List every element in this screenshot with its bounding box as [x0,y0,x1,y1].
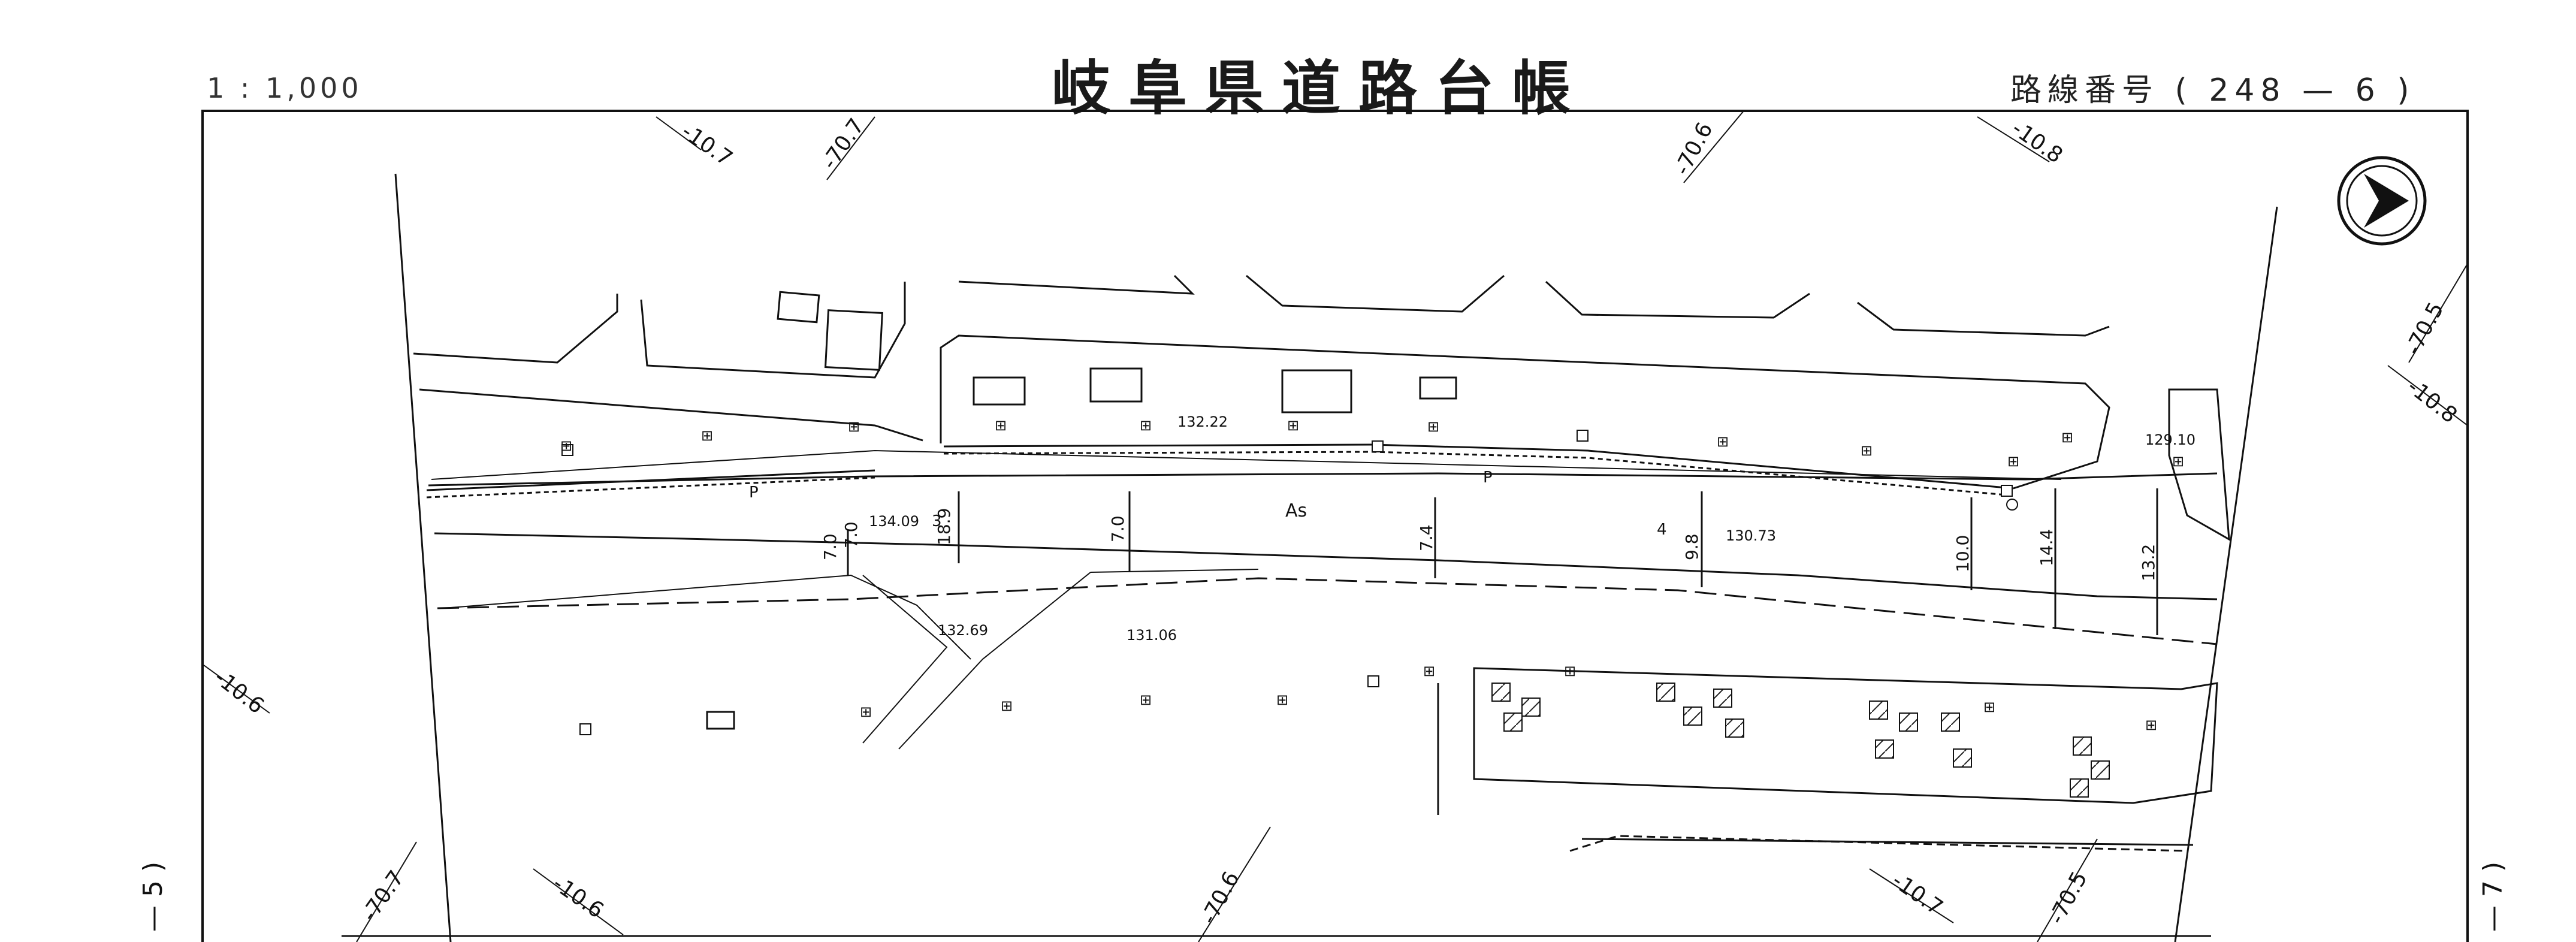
grid-label: -10.6 [209,665,268,719]
svg-text:⊞: ⊞ [1001,698,1013,714]
elevations: 132.22 129.10 134.09 130.73 132.69 131.0… [869,413,2196,644]
misc-labels: 3 4 As P P [749,469,1667,539]
boundary-markers [561,430,2018,735]
sidewalk-upper [426,443,2014,499]
width-label: 7.0 [841,521,861,548]
lower-lots [1437,667,2218,852]
scale-label: 1 : 1,000 [207,72,363,104]
svg-text:⊞: ⊞ [860,704,872,720]
p-label: P [1483,469,1493,487]
road-surface-label: As [1285,500,1307,521]
svg-text:⊞: ⊞ [701,427,713,444]
sheet-boundary-left [394,173,452,942]
north-arrow-icon [2337,156,2427,246]
benchmark-markers: ⊞ ⊞ ⊞ ⊞ ⊞ ⊞ ⊞ ⊞ ⊞ ⊞ ⊞ ⊞ ⊞ ⊞ ⊞ ⊞ ⊞ ⊞ ⊞ ⊞ [560,417,2184,733]
width-label: 18.9 [934,508,954,545]
grid-label: -10.7 [677,119,737,171]
svg-text:⊞: ⊞ [1140,417,1152,434]
width-labels: 7.0 7.0 18.9 7.0 7.4 9.8 10.0 14.4 13.2 [820,508,2158,581]
elevation-label: 134.09 [869,513,919,530]
width-label: 7.0 [1108,515,1128,542]
elevation-label: 132.22 [1177,413,1228,430]
svg-text:⊞: ⊞ [2145,717,2157,733]
svg-text:⊞: ⊞ [1423,663,1435,680]
route-number: 路線番号 ( 248 — 6 ) [2010,73,2415,108]
svg-text:⊞: ⊞ [848,418,860,435]
grid-label: -10.8 [2402,375,2462,428]
svg-text:⊞: ⊞ [1717,433,1729,450]
elevation-label: 132.69 [938,622,988,639]
svg-text:⊞: ⊞ [995,417,1007,434]
width-label: 14.4 [2037,529,2056,566]
grid-label: -70.6 [1197,868,1245,929]
svg-text:⊞: ⊞ [2172,453,2184,470]
grid-label-leaders [203,110,2468,942]
grid-label: -70.7 [817,114,869,174]
svg-text:⊞: ⊞ [1140,692,1152,708]
road-edges [428,449,2218,645]
grid-label: -10.8 [2007,116,2067,168]
grid-label: -10.6 [548,871,608,923]
slope-lower [443,569,1259,750]
sheet-boundary-right [2174,206,2278,942]
grid-label: -70.7 [357,866,409,926]
svg-text:⊞: ⊞ [2007,453,2019,470]
point-label: 4 [1657,521,1667,539]
sheet-left-label: — 5 ) [138,862,168,932]
svg-text:⊞: ⊞ [1427,418,1439,435]
upper-blocks [413,274,2230,541]
width-label: 13.2 [2139,544,2158,581]
width-label: 10.0 [1953,535,1973,572]
elevation-label: 131.06 [1127,627,1177,644]
width-label: 7.0 [820,533,840,560]
svg-text:⊞: ⊞ [1287,417,1299,434]
svg-text:⊞: ⊞ [560,437,572,454]
grid-labels: -10.7 -70.7 -70.6 -10.8 -70.5 -10.8 -10.… [209,114,2462,928]
width-lines [847,488,2158,635]
width-label: 7.4 [1417,524,1436,551]
svg-text:⊞: ⊞ [1276,692,1288,708]
grid-label: -70.5 [2045,868,2092,929]
point-label: 3 [932,512,942,530]
svg-text:⊞: ⊞ [1564,663,1576,680]
width-label: 9.8 [1682,533,1702,560]
svg-text:⊞: ⊞ [1983,699,1995,715]
sheet-right-label: — 7 ) [2478,862,2508,932]
svg-text:⊞: ⊞ [1861,442,1873,459]
p-label: P [749,484,759,502]
elevation-label: 130.73 [1726,527,1776,544]
svg-text:⊞: ⊞ [2061,429,2073,446]
buildings [706,291,1457,730]
elevation-label: 129.10 [2145,431,2196,448]
map-frame [201,110,2469,942]
